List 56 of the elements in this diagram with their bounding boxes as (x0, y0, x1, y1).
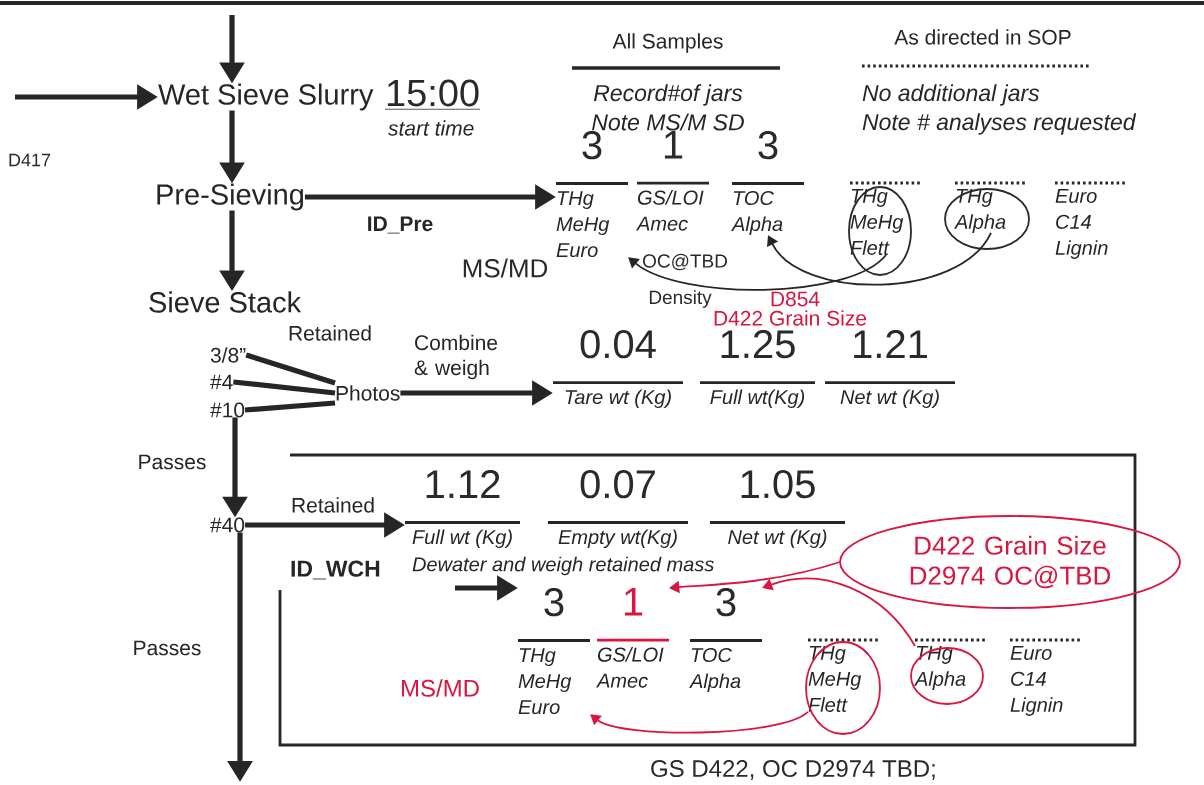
instruction-text: Record#of jars (593, 84, 743, 106)
hand-drawn-arrow (669, 561, 841, 594)
weight-field: 1.21 Net wt (Kg) (825, 330, 955, 409)
edge-label: Passes (134, 640, 201, 656)
connector-line (244, 400, 336, 413)
jar-count-field: 3 THg MeHg Euro (556, 131, 628, 258)
hand-drawn-arrow (590, 711, 809, 734)
jar-count-field: 1 GS/LOI Amec (596, 588, 669, 688)
step-label: Pre-Sieving (157, 183, 304, 211)
weight-field: 1.25 Full wt(Kg) (700, 330, 815, 409)
column-heading: All Samples (612, 33, 723, 53)
sieve-label: #4 (210, 374, 233, 390)
jar-count-field: 3 TOC Alpha (689, 588, 762, 693)
handwritten-note: D417 (9, 153, 51, 167)
handwritten-note: D854 (771, 291, 820, 307)
instruction-text: Note MS/M SD (592, 113, 744, 131)
step-label: Sieve Stack (149, 291, 302, 313)
instruction-text: Dewater and weigh retained mass (412, 556, 714, 576)
handwritten-oval-note: D422 Grain Size D2974 OC@TBD (839, 515, 1181, 609)
handwritten-note: MS/MD (463, 258, 548, 278)
jar-count-field: 3 TOC Alpha (731, 131, 804, 236)
edge-label: ID_Pre (368, 216, 433, 234)
handwritten-note: D422 Grain Size (714, 310, 867, 326)
jar-count-field: Euro C14 Lignin (1010, 638, 1082, 716)
handwritten-note: GS D422, OC D2974 TBD; (651, 760, 935, 780)
hand-drawn-arrow (762, 577, 916, 647)
jar-count-field: Euro C14 Lignin (1055, 181, 1127, 259)
column-heading: As directed in SOP (894, 29, 1071, 45)
sieve-label: #10 (210, 402, 245, 418)
sieve-label: #40 (210, 517, 245, 533)
edge-label: Retained (292, 497, 374, 513)
weight-field: 1.12 Full wt (Kg) (405, 470, 520, 549)
edge-label: Combine & weigh (414, 334, 498, 380)
jar-count-field: 1 GS/LOI Amec (636, 131, 709, 231)
handwritten-note: MS/MD (402, 679, 479, 697)
sieve-label: Photos (336, 385, 400, 401)
field-caption: start time (388, 120, 474, 136)
hand-drawn-arrow (628, 254, 887, 291)
sieve-label: 3/8” (210, 347, 246, 363)
handwritten-time: 15:00 (384, 79, 481, 110)
edge-label: Retained (289, 325, 371, 341)
id-label: ID_WCH (291, 560, 380, 580)
weight-field: 0.07 Empty wt(Kg) (548, 470, 688, 549)
handwritten-note: Density (649, 290, 712, 308)
edge-label: Passes (139, 454, 206, 470)
hand-drawn-arrow (767, 232, 992, 286)
circled-analysis-list: THg Alpha (944, 181, 1030, 250)
handwritten-note: OC@TBD (643, 253, 727, 271)
bordered-panel (278, 453, 1137, 747)
connector-line (233, 379, 336, 396)
instruction-text: Note # analyses requested (862, 113, 1137, 135)
connector-line (245, 352, 336, 386)
weight-field: 0.04 Tare wt (Kg) (553, 330, 683, 409)
instruction-text: No additional jars (862, 84, 1040, 106)
jar-count-field: 3 THg MeHg Euro (518, 588, 590, 715)
step-label: Wet Sieve Slurry (158, 83, 374, 111)
